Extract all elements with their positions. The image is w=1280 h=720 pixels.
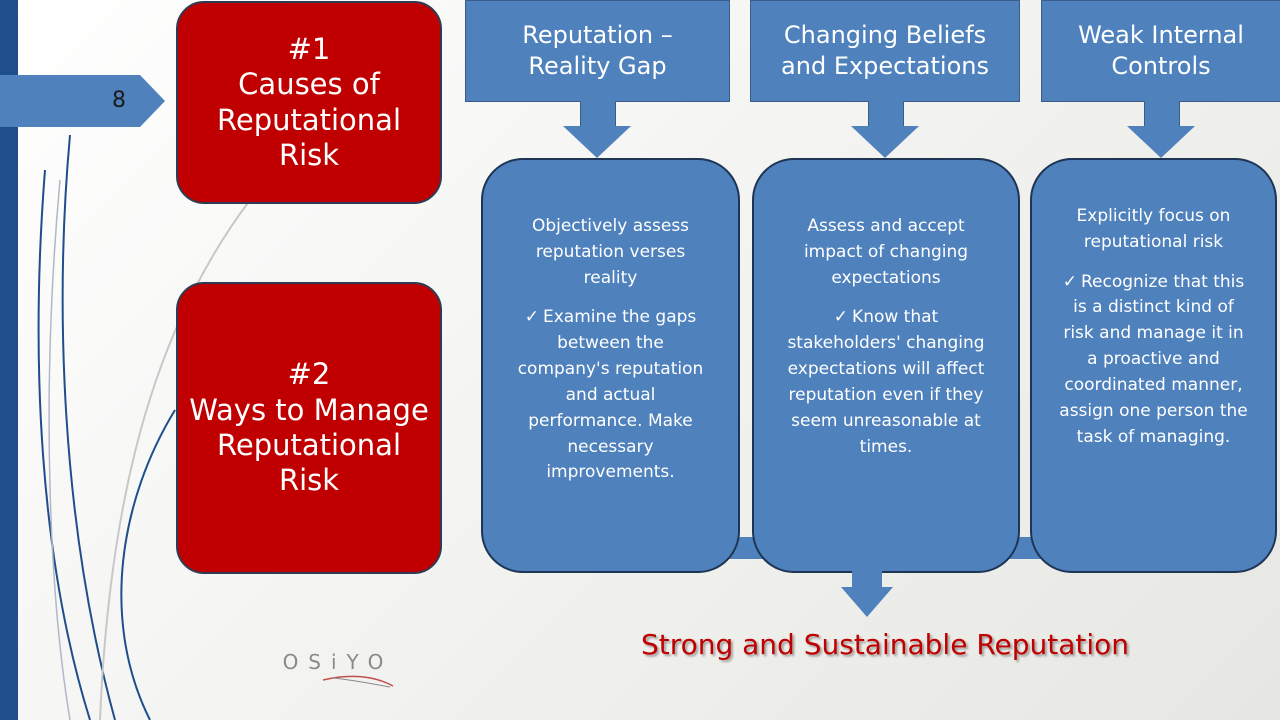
list-item: ✓Know that stakeholders' changing expect… <box>782 305 990 460</box>
check-mark-icon: ✓ <box>1062 271 1077 292</box>
down-arrow-icon <box>563 126 631 158</box>
outcome-text: Strong and Sustainable Reputation <box>640 628 1130 661</box>
osiyo-logo: OSiYO <box>278 650 398 695</box>
header-text: Weak Internal Controls <box>1078 20 1244 80</box>
content-box-reality-gap: Objectively assess reputation verses rea… <box>481 158 740 573</box>
content-intro: Explicitly focus on reputational risk <box>1076 206 1231 252</box>
list-item: ✓Examine the gaps between the company's … <box>513 305 708 486</box>
list-item: ✓Recognize that this is a distinct kind … <box>1058 270 1249 451</box>
left-accent-bar <box>0 0 18 720</box>
feather-icon <box>322 675 394 688</box>
header-weak-internal-controls: Weak Internal Controls <box>1041 0 1280 102</box>
down-arrow-stem <box>580 101 616 127</box>
content-intro: Objectively assess reputation verses rea… <box>531 216 690 288</box>
decorative-curves <box>37 134 251 720</box>
bullet-text: Know that stakeholders' changing expecta… <box>787 307 985 457</box>
down-arrow-icon <box>1127 126 1195 158</box>
content-intro: Assess and accept impact of changing exp… <box>803 216 969 288</box>
slide-number: 8 <box>112 88 126 113</box>
bullet-text: Recognize that this is a distinct kind o… <box>1059 271 1248 447</box>
down-arrow-stem <box>1144 101 1180 127</box>
causes-box-text: #1 Causes of Reputational Risk <box>217 31 401 172</box>
ways-to-manage-reputational-risk-box: #2 Ways to Manage Reputational Risk <box>176 282 442 574</box>
slide-number-tab <box>0 75 165 127</box>
header-text: Changing Beliefs and Expectations <box>781 20 989 80</box>
content-box-changing-beliefs: Assess and accept impact of changing exp… <box>752 158 1020 573</box>
check-mark-icon: ✓ <box>833 307 849 328</box>
bullet-text: Examine the gaps between the company's r… <box>517 307 704 483</box>
logo-text: OSiYO <box>282 650 394 674</box>
header-changing-beliefs: Changing Beliefs and Expectations <box>750 0 1020 102</box>
check-mark-icon: ✓ <box>524 307 539 328</box>
ways-box-text: #2 Ways to Manage Reputational Risk <box>189 357 429 498</box>
down-arrow-stem <box>868 101 904 127</box>
outcome-arrow-stem <box>852 559 882 588</box>
outcome-down-arrow-icon <box>841 587 893 617</box>
down-arrow-icon <box>851 126 919 158</box>
header-text: Reputation – Reality Gap <box>522 20 673 80</box>
content-box-internal-controls: Explicitly focus on reputational risk ✓R… <box>1030 158 1277 573</box>
causes-of-reputational-risk-box: #1 Causes of Reputational Risk <box>176 1 442 204</box>
header-reputation-reality-gap: Reputation – Reality Gap <box>465 0 730 102</box>
